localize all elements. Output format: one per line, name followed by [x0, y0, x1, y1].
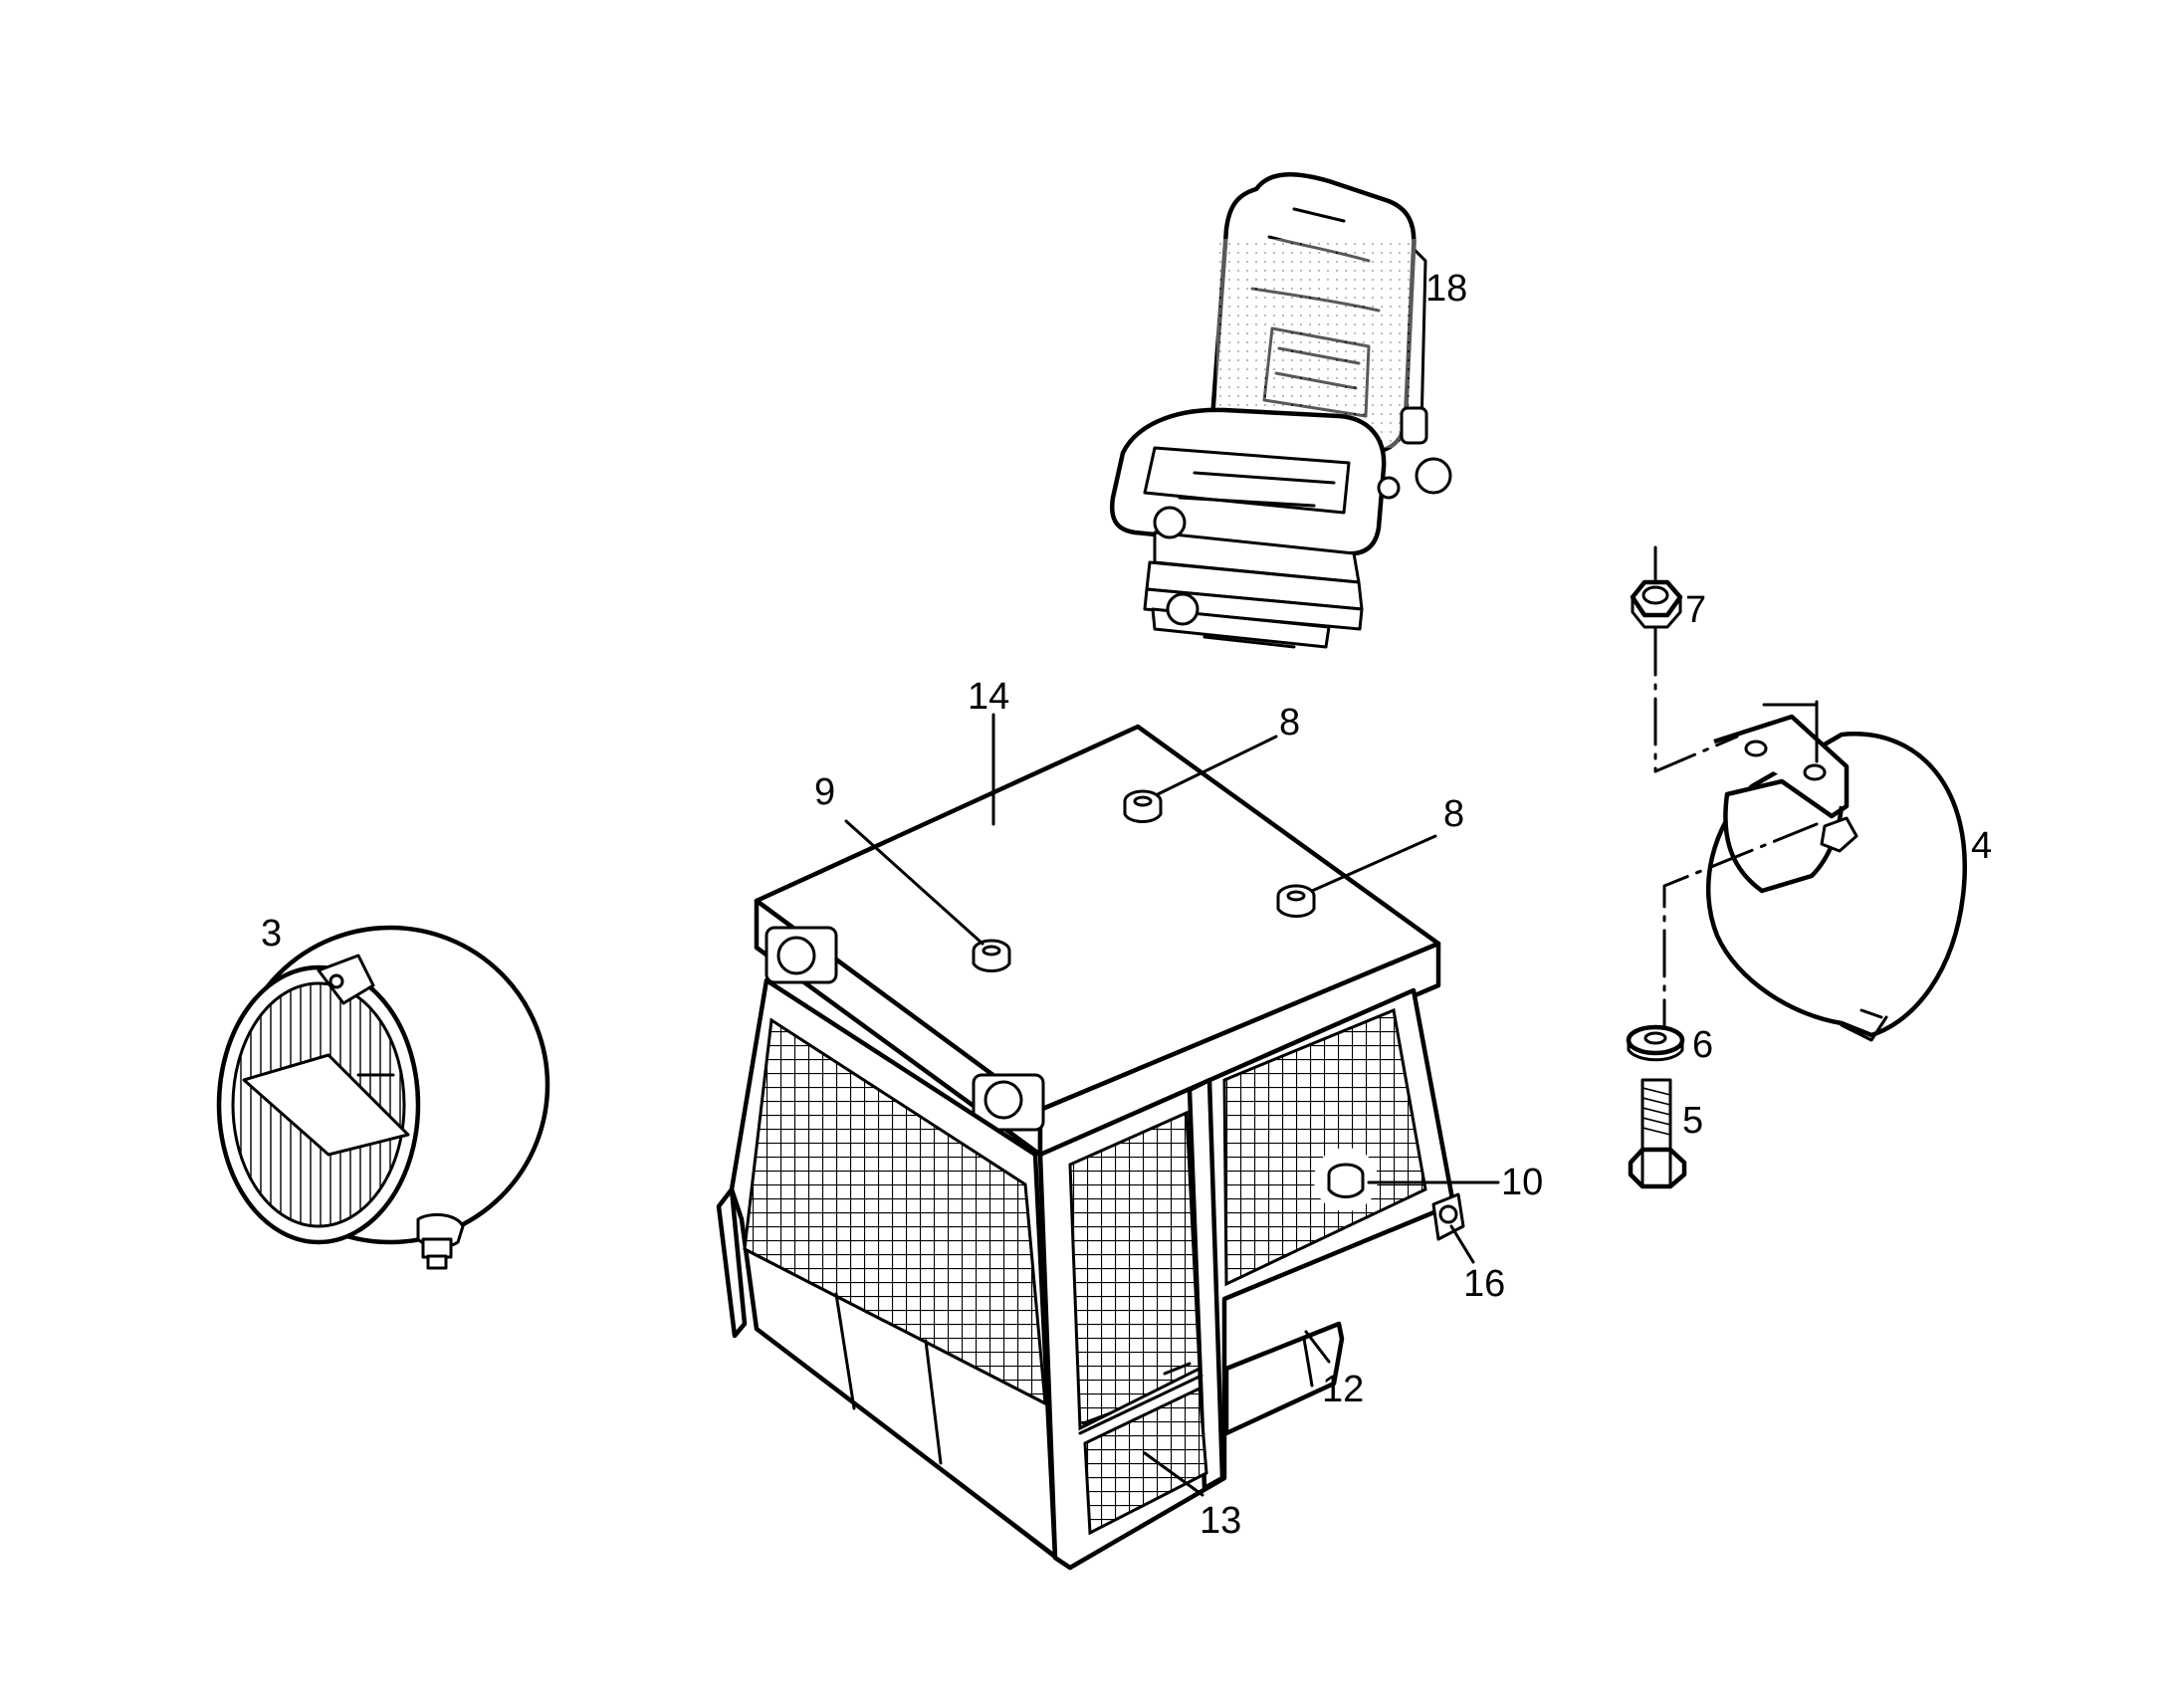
roof-grommet	[1276, 884, 1316, 918]
callout-label-6: 6	[1692, 1024, 1713, 1066]
operator-seat-part	[1110, 172, 1452, 649]
callout-label-9: 9	[814, 771, 835, 813]
fastener-set-part	[1626, 545, 1687, 1189]
roof-grommet	[972, 939, 1011, 972]
callout-label-16: 16	[1463, 1263, 1505, 1305]
callout-label-12: 12	[1322, 1369, 1364, 1410]
callout-label-3: 3	[261, 913, 282, 955]
callout-label-7: 7	[1685, 589, 1706, 631]
callout-label-5: 5	[1682, 1100, 1703, 1142]
horn-part	[1653, 627, 1967, 1042]
leader-lines	[844, 713, 1500, 1497]
callout-label-14: 14	[968, 676, 1009, 718]
callout-label-18: 18	[1425, 268, 1467, 310]
callout-label-13: 13	[1200, 1500, 1241, 1542]
callout-label-8b: 8	[1443, 793, 1464, 835]
callout-label-4: 4	[1971, 825, 1992, 867]
cab-canopy-part	[716, 724, 1465, 1571]
work-light-part	[216, 925, 550, 1270]
callout-label-10: 10	[1501, 1162, 1543, 1203]
roof-grommet	[1123, 789, 1163, 823]
callout-label-8a: 8	[1279, 702, 1300, 744]
